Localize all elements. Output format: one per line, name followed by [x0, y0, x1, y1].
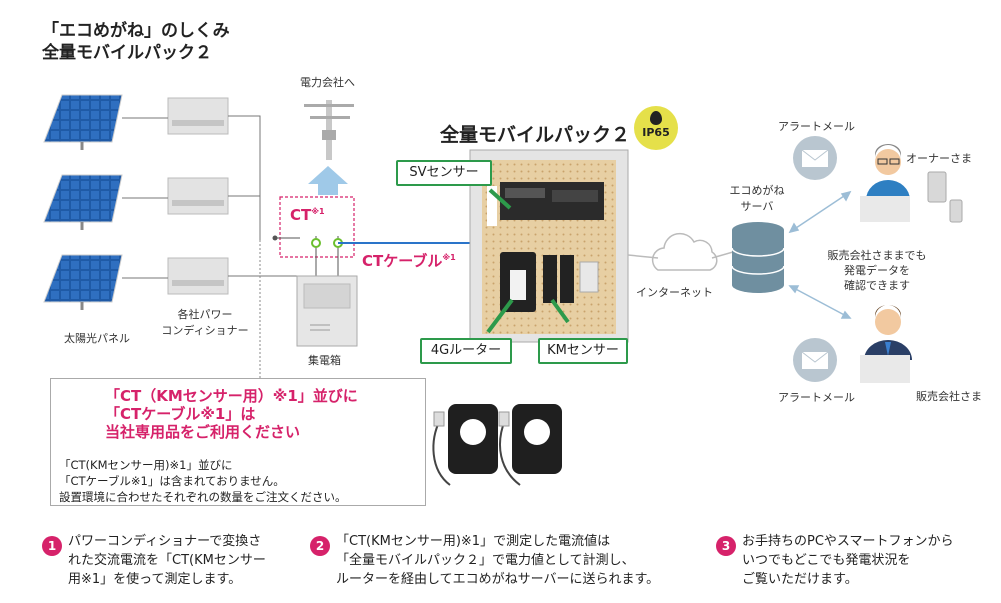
step-3-text: お手持ちのPCやスマートフォンから いつでもどこでも発電状況を ご覧いただけます…: [742, 532, 992, 589]
junction-box: [296, 275, 358, 347]
step-2-line-3: ルーターを経由してエコめがねサーバーに送られます。: [336, 572, 660, 587]
mobile-pack-cabinet: [469, 149, 629, 343]
step-1-line-3: 用※1」を使って測定します。: [68, 572, 242, 587]
dealer-note: 販売会社さままでも 発電データを 確認できます: [822, 248, 932, 293]
step-3-line-1: お手持ちのPCやスマートフォンから: [742, 534, 954, 549]
warning-body-2: 「CTケーブル※1」は含まれておりません。: [59, 474, 285, 488]
ct-cable-label-sup: ※1: [442, 253, 456, 262]
power-conditioner-label-1: 各社パワー: [177, 308, 233, 321]
step-2-number: 2: [310, 536, 330, 556]
dealer-label: 販売会社さま: [916, 390, 982, 403]
water-drop-icon: [650, 111, 662, 125]
title-line-2: 全量モバイルパック２: [42, 43, 212, 63]
warning-body-1: 「CT(KMセンサー用)※1」並びに: [59, 458, 233, 472]
step-2-line-2: 「全量モバイルパック２」で電力値として計測し、: [336, 553, 635, 568]
solar-panel-3: [43, 254, 123, 310]
to-power-company-label: 電力会社へ: [300, 76, 355, 89]
step-3-line-2: いつでもどこでも発電状況を: [742, 553, 911, 568]
km-sensor-label: KMセンサー: [538, 338, 628, 364]
warning-heading: 「CT（KMセンサー用）※1」並びに 「CTケーブル※1」は 当社専用品をご利用…: [105, 387, 358, 441]
mail-icon-top: [793, 136, 837, 180]
server-label: エコめがね サーバ: [722, 182, 792, 214]
ct-highlight-box: [279, 196, 355, 258]
alert-mail-top-label: アラートメール: [778, 120, 855, 133]
power-conditioners: [167, 97, 229, 295]
owner-avatar: [860, 144, 963, 223]
warning-box: 「CT（KMセンサー用）※1」並びに 「CTケーブル※1」は 当社専用品をご利用…: [50, 378, 426, 506]
warning-body: 「CT(KMセンサー用)※1」並びに 「CTケーブル※1」は含まれておりません。…: [59, 457, 347, 505]
panel-wires: [122, 115, 300, 279]
data-arrows: [788, 190, 852, 319]
warning-heading-3: 当社専用品をご利用ください: [105, 423, 301, 441]
dealer-note-1: 販売会社さままでも: [827, 249, 927, 262]
dealer-note-2: 発電データを: [844, 264, 910, 277]
step-1-text: パワーコンディショナーで変換さ れた交流電流を「CT(KMセンサー 用※1」を使…: [68, 532, 298, 589]
dealer-note-3: 確認できます: [844, 279, 910, 292]
owner-label: オーナーさま: [906, 152, 972, 165]
warning-heading-2: 「CTケーブル※1」は: [105, 405, 256, 423]
server-label-2: サーバ: [740, 200, 774, 213]
step-1-line-2: れた交流電流を「CT(KMセンサー: [68, 553, 266, 568]
server-label-1: エコめがね: [729, 184, 785, 197]
title-line-1: 「エコめがね」のしくみ: [42, 21, 230, 41]
step-1-number: 1: [42, 536, 62, 556]
ip65-badge: IP65: [634, 106, 678, 150]
callout-arrows: [486, 188, 570, 334]
page-title: 「エコめがね」のしくみ 全量モバイルパック２: [42, 20, 230, 64]
ct-label-sup: ※1: [311, 207, 325, 216]
warning-heading-1: 「CT（KMセンサー用）※1」並びに: [105, 387, 358, 405]
ct-clamp-product-image: [432, 404, 562, 486]
power-conditioner-label: 各社パワー コンディショナー: [160, 306, 250, 338]
power-conditioner-label-2: コンディショナー: [161, 324, 249, 337]
ct-cable-label-text: CTケーブル: [362, 252, 443, 270]
step-3-number: 3: [716, 536, 736, 556]
step-2-text: 「CT(KMセンサー用)※1」で測定した電流値は 「全量モバイルパック２」で電力…: [336, 532, 696, 589]
mail-icon-bottom: [793, 338, 837, 382]
sv-sensor-label: SVセンサー: [396, 160, 492, 186]
ip65-label: IP65: [642, 126, 670, 139]
ct-label: CT※1: [290, 206, 325, 224]
solar-panel-label: 太陽光パネル: [64, 332, 130, 345]
pack-title: 全量モバイルパック２: [440, 124, 631, 146]
solar-panel-1: [43, 94, 123, 150]
ct-label-text: CT: [290, 206, 312, 224]
dealer-avatar: [860, 305, 912, 383]
internet-cloud-icon: [651, 232, 718, 271]
ct-clamps: [259, 235, 343, 378]
step-1-line-1: パワーコンディショナーで変換さ: [68, 534, 262, 549]
ct-cable-label: CTケーブル※1: [362, 250, 456, 271]
step-2-line-1: 「CT(KMセンサー用)※1」で測定した電流値は: [336, 534, 611, 549]
router-4g-label: 4Gルーター: [420, 338, 512, 364]
step-3-line-3: ご覧いただけます。: [742, 572, 858, 587]
power-up-arrow: [308, 166, 348, 195]
junction-box-label: 集電箱: [308, 354, 341, 367]
server-icon: [731, 222, 785, 293]
internet-label: インターネット: [636, 286, 713, 299]
alert-mail-bottom-label: アラートメール: [778, 391, 855, 404]
utility-pole: [304, 100, 354, 160]
solar-panel-2: [43, 174, 123, 230]
warning-body-3: 設置環境に合わせたそれぞれの数量をご注文ください。: [59, 490, 347, 504]
